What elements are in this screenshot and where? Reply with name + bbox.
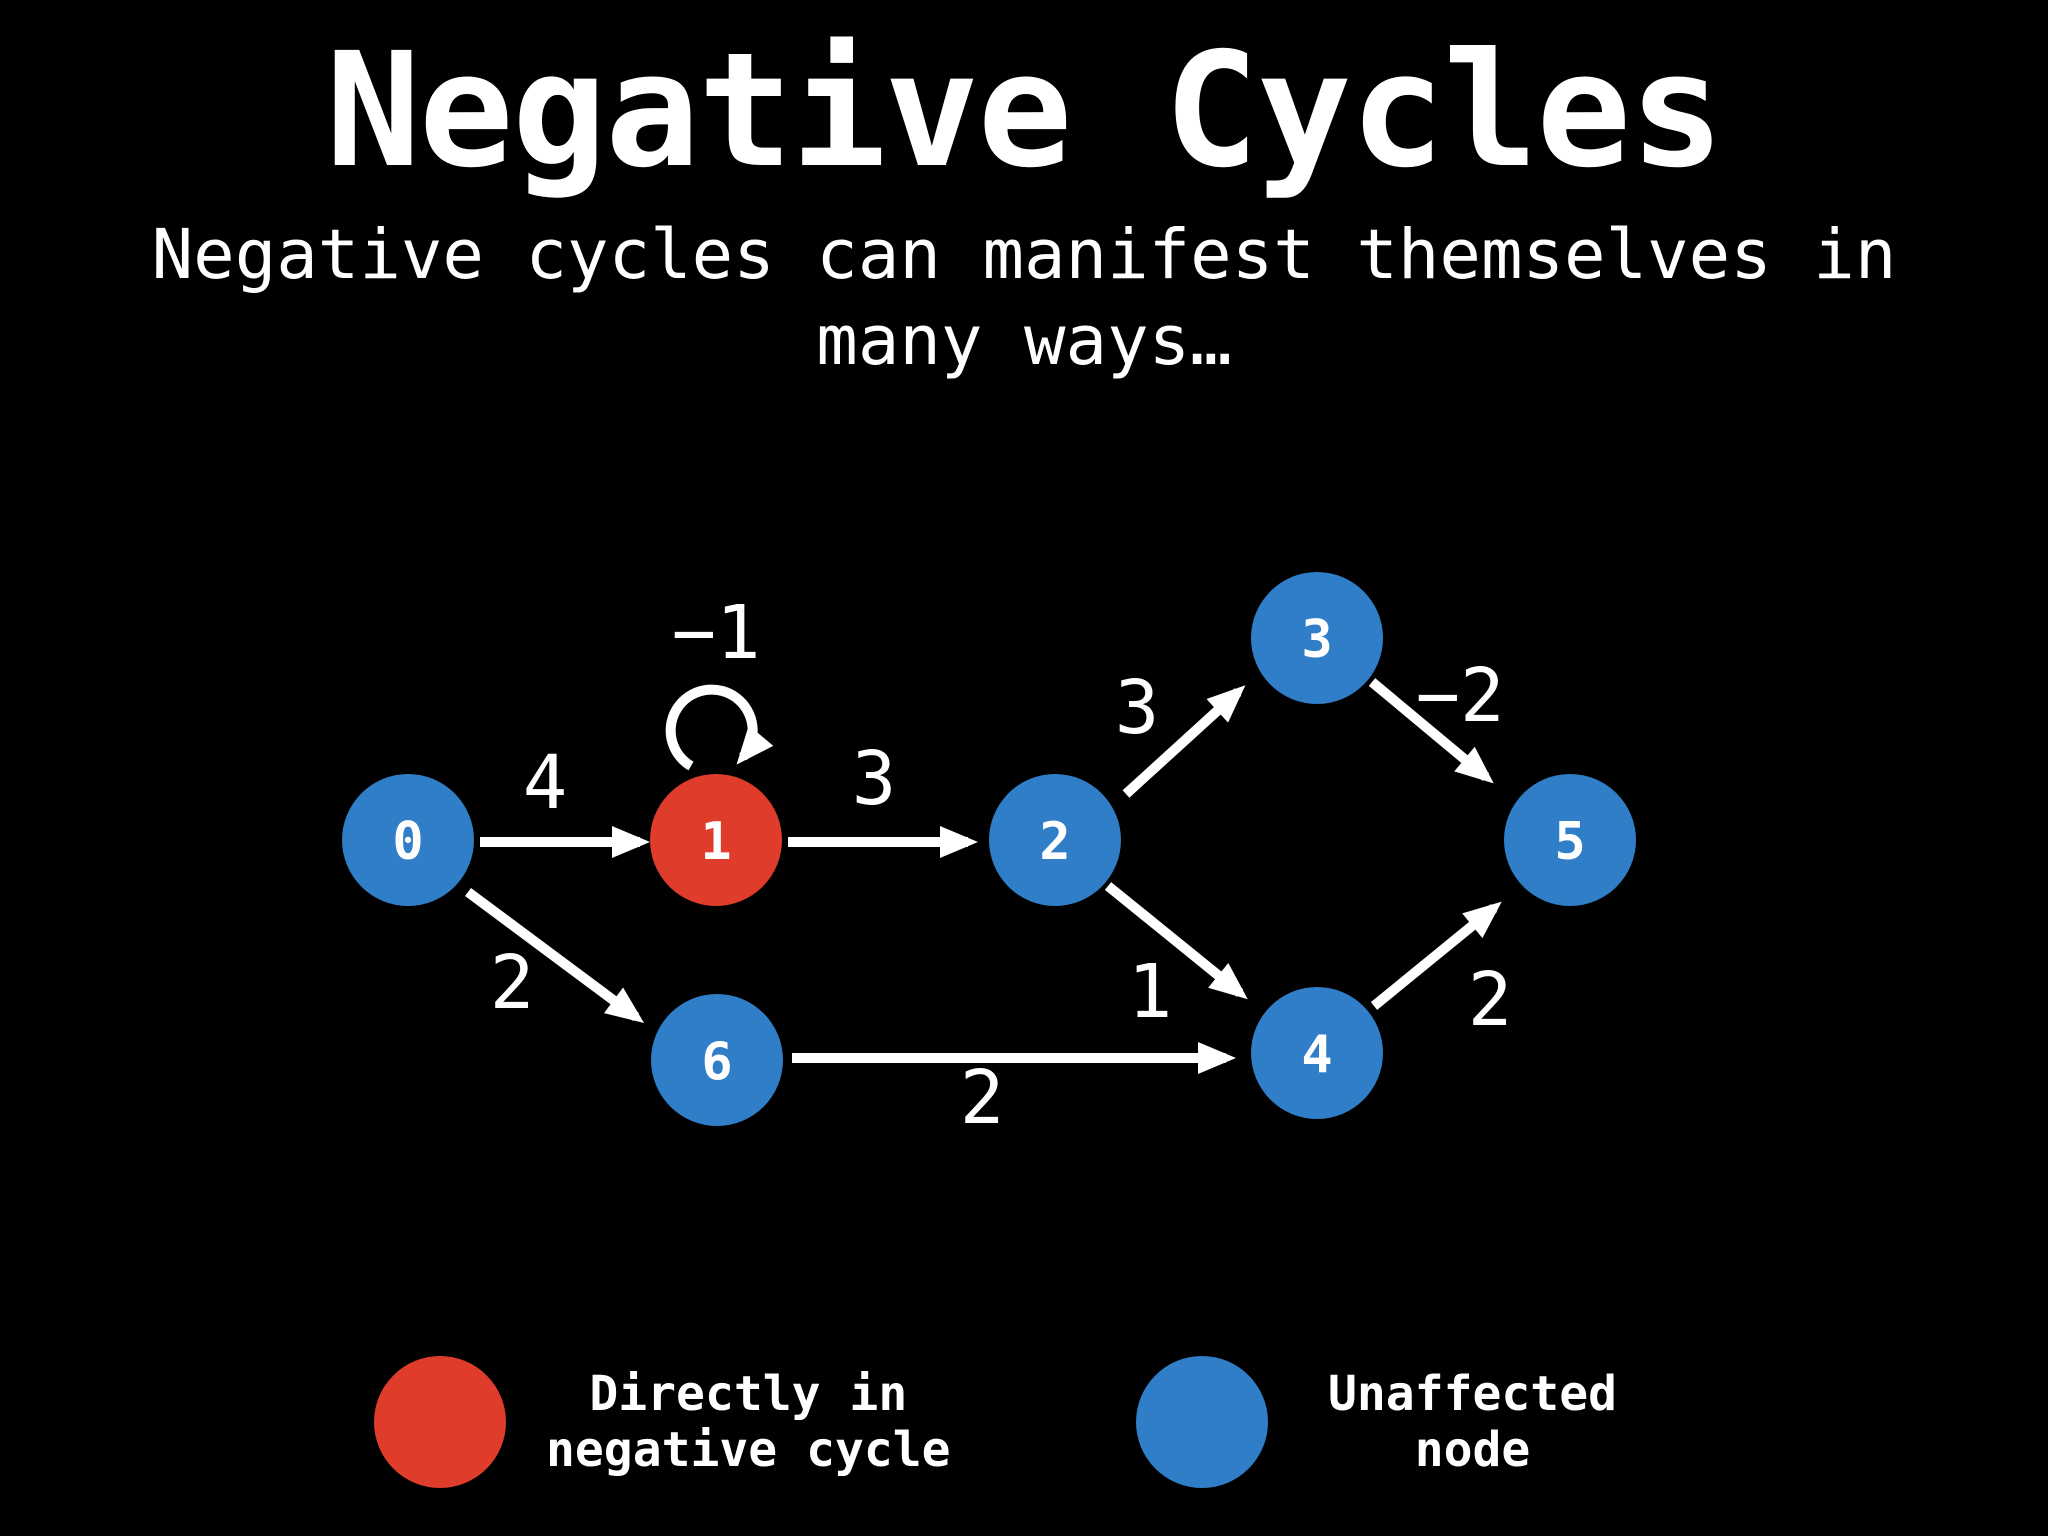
node-6 — [651, 994, 783, 1126]
node-4-label: 4 — [1301, 1025, 1332, 1085]
node-5 — [1504, 774, 1636, 906]
node-1-label: 1 — [700, 812, 731, 872]
subtitle-line-1: Negative cycles can manifest themselves … — [151, 215, 1897, 295]
node-2-label: 2 — [1039, 812, 1070, 872]
edge-1-2-weight: 3 — [852, 736, 897, 822]
legend-label-line-1: Unaffected — [1328, 1366, 1617, 1422]
legend-label-line-2: node — [1414, 1422, 1531, 1478]
page-title: Negative Cycles — [325, 19, 1725, 203]
edge-3-5-arrow — [1368, 678, 1494, 784]
legend-swatch-red-circle — [374, 1356, 506, 1488]
node-3 — [1251, 572, 1383, 704]
edge-1-1-self-loop-arrow — [665, 684, 774, 771]
edge-0-6-weight: 2 — [490, 940, 535, 1026]
edge-0-6-arrow — [465, 887, 645, 1023]
legend-swatch-blue-circle — [1136, 1356, 1268, 1488]
edge-weights: 4 −1 3 2 3 −2 1 2 2 — [490, 590, 1513, 1141]
node-2 — [989, 774, 1121, 906]
subtitle-line-2: many ways… — [816, 301, 1232, 381]
nodes: 0 1 2 3 4 5 6 — [342, 572, 1636, 1126]
node-1 — [650, 774, 782, 906]
node-0-label: 0 — [392, 812, 423, 872]
edge-2-4-weight: 1 — [1128, 949, 1173, 1035]
edge-0-1-weight: 4 — [523, 740, 568, 826]
node-3-label: 3 — [1301, 610, 1332, 670]
legend-label-line-2: negative cycle — [546, 1422, 951, 1478]
node-0 — [342, 774, 474, 906]
legend-label-negative-cycle: Directly in negative cycle — [546, 1366, 951, 1478]
legend-label-line-1: Directly in — [589, 1366, 908, 1422]
edge-6-4-weight: 2 — [960, 1055, 1005, 1141]
edge-2-4-arrow — [1104, 882, 1248, 1000]
node-6-label: 6 — [701, 1032, 732, 1092]
edge-2-3-weight: 3 — [1115, 665, 1160, 751]
edges — [465, 678, 1502, 1074]
subtitle: Negative cycles can manifest themselves … — [0, 212, 2048, 384]
legend-item-negative-cycle: Directly in negative cycle — [374, 1356, 951, 1488]
edge-4-5-arrow — [1370, 901, 1502, 1010]
legend-item-unaffected: Unaffected node — [1136, 1356, 1617, 1488]
node-4 — [1251, 987, 1383, 1119]
edge-1-1-weight: −1 — [671, 590, 760, 676]
edge-3-5-weight: −2 — [1415, 653, 1504, 739]
edge-2-3-arrow — [1122, 685, 1246, 798]
edge-4-5-weight: 2 — [1468, 957, 1513, 1043]
legend-label-unaffected: Unaffected node — [1328, 1366, 1617, 1478]
node-5-label: 5 — [1554, 812, 1585, 872]
